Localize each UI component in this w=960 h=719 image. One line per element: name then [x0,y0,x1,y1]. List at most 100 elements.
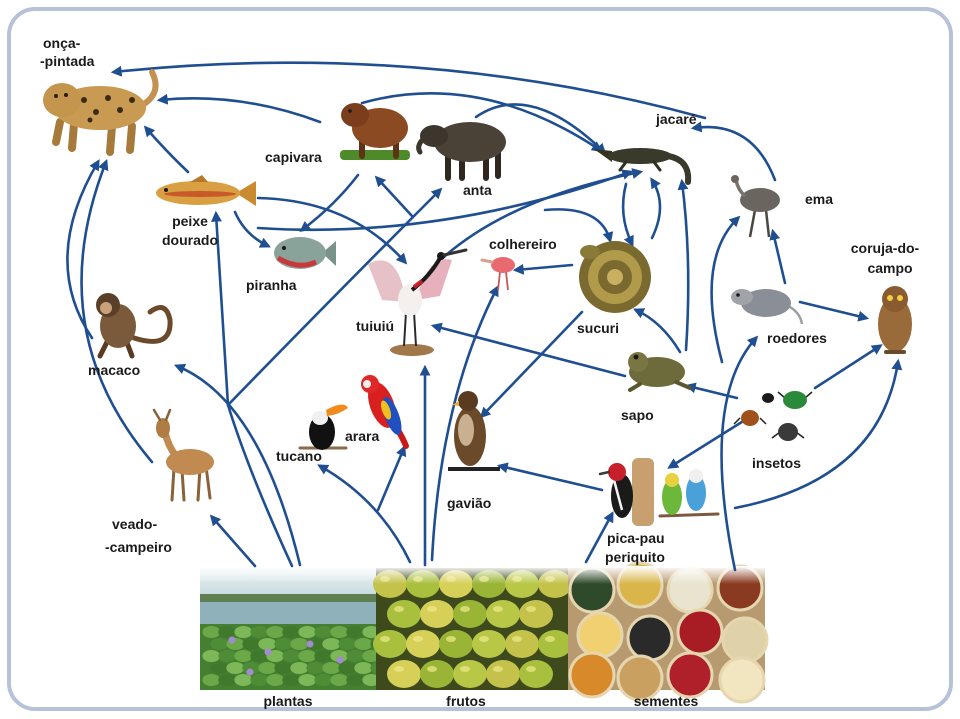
seed-bowl [720,658,764,702]
fruit-highlight [394,606,404,612]
label-jacare: jacaré [655,111,697,127]
fruit [439,630,473,658]
plant-leaf [250,674,268,686]
fruit-highlight [427,666,437,672]
label-sapo: sapo [621,407,654,423]
label-gaviao: gavião [447,495,491,511]
plant-leaf [338,662,356,674]
seed-bowl [570,653,614,697]
label-onca-line2: -pintada [40,53,95,69]
plant-leaf [354,638,372,650]
label-tuiuiu: tuiuiú [356,318,394,334]
fruit-highlight [394,666,404,672]
plant-leaf [218,626,236,638]
fruit [420,600,454,628]
plant-leaf [282,650,300,662]
fruit-highlight [427,606,437,612]
plant-flower [229,637,236,644]
fruit [519,600,553,628]
plant-leaf [298,626,316,638]
label-coruja-line1: coruja-do- [851,240,920,256]
plant-leaf [290,662,308,674]
fruit-highlight [460,606,470,612]
fruit-highlight [545,636,555,642]
fruit [519,660,553,688]
fruit [505,630,539,658]
plant-leaf [282,674,300,686]
label-tucano: tucano [276,448,322,464]
fruit [420,660,454,688]
label-veado-line1: veado- [112,516,157,532]
label-piranha: piranha [246,277,297,293]
fruit-highlight [446,636,456,642]
fruit [453,600,487,628]
plant-leaf [218,674,236,686]
plant-leaf [314,674,332,686]
label-colhereiro: colhereiro [489,236,557,252]
plant-leaf [338,638,356,650]
label-onca-line1: onça- [43,35,81,51]
label-peixe-line1: peixe [172,213,208,229]
plant-leaf [346,626,364,638]
plant-leaf [290,638,308,650]
plant-leaf [282,626,300,638]
label-ema: ema [805,191,833,207]
fruit [387,600,421,628]
frutos-photo [373,568,572,690]
label-capivara: capivara [265,149,322,165]
plant-leaf [202,674,220,686]
label-peixe-line2: dourado [162,232,218,248]
fruit-highlight [512,636,522,642]
label-macaco: macaco [88,362,140,378]
plant-flower [307,641,314,648]
plant-leaf [322,638,340,650]
plant-leaf [330,674,348,686]
plant-leaf [266,626,284,638]
plant-leaf [298,674,316,686]
strip-top-fade [198,566,768,584]
label-insetos: insetos [752,455,801,471]
plantas-leaves [202,626,388,686]
seed-bowl [678,610,722,654]
fruit-highlight [413,636,423,642]
plant-leaf [242,638,260,650]
label-plantas: plantas [263,693,312,709]
fruit [373,630,407,658]
plant-leaf [274,662,292,674]
fruit [406,630,440,658]
label-frutos: frutos [446,693,486,709]
fruit [472,630,506,658]
fruit-highlight [493,666,503,672]
plantas-photo [200,568,388,690]
plant-leaf [346,674,364,686]
label-veado-line2: -campeiro [105,539,172,555]
plant-leaf [346,650,364,662]
plant-leaf [298,650,316,662]
fruit [453,660,487,688]
plant-leaf [314,626,332,638]
producer-strip [198,563,768,702]
plant-leaf [234,674,252,686]
seed-bowl [668,653,712,697]
label-sementes: sementes [634,693,699,709]
fruit [486,660,520,688]
plant-leaf [234,650,252,662]
seed-bowl [628,616,672,660]
plant-leaf [234,626,252,638]
label-sucuri: sucuri [577,320,619,336]
plant-leaf [210,638,228,650]
label-anta: anta [463,182,492,198]
fruit-highlight [460,666,470,672]
plantas-treeline [200,594,376,603]
plant-leaf [258,662,276,674]
plant-leaf [274,638,292,650]
plant-leaf [210,662,228,674]
plant-leaf [314,650,332,662]
plant-flower [265,649,272,656]
plant-leaf [250,626,268,638]
label-periquito: periquito [605,549,665,565]
plant-leaf [330,626,348,638]
fruit-highlight [479,636,489,642]
plant-leaf [354,662,372,674]
sucuri-icon [579,241,651,313]
